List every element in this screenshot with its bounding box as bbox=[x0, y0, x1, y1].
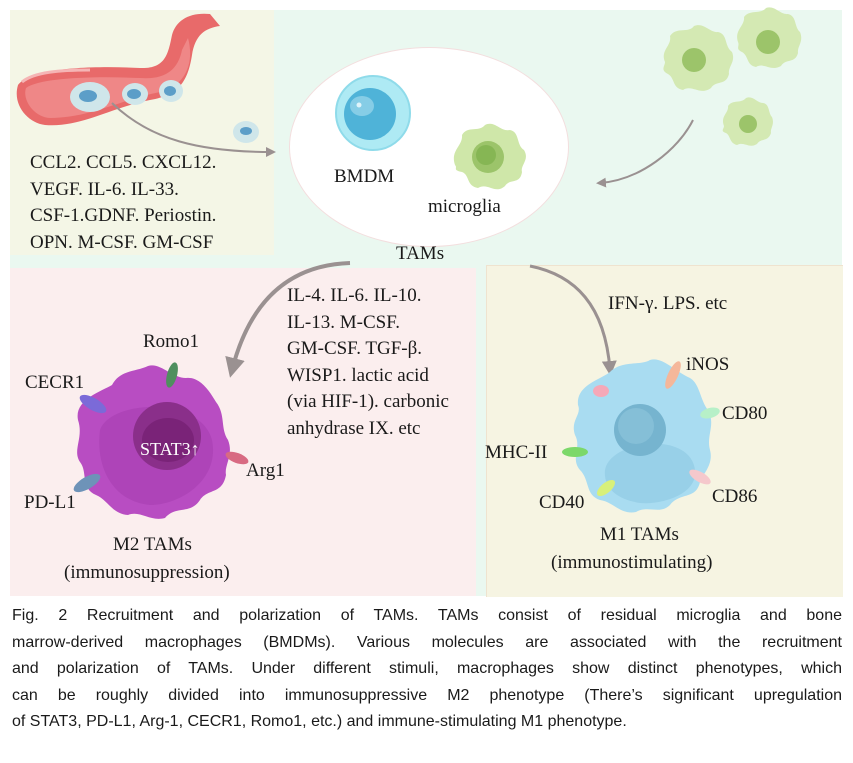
romo1-label: Romo1 bbox=[143, 331, 199, 352]
m1-macrophage-icon bbox=[562, 359, 720, 513]
bmdm-label: BMDM bbox=[334, 166, 395, 187]
microglia-cluster-icon bbox=[663, 7, 802, 146]
caption-line: marrow-derived macrophages (BMDMs). Vari… bbox=[12, 633, 842, 651]
recruitment-factor-line: VEGF. IL-6. IL-33. bbox=[30, 178, 179, 200]
stat3-label: STAT3↑ bbox=[140, 439, 200, 459]
pdl1-label: PD-L1 bbox=[24, 492, 76, 513]
cd80-label: CD80 bbox=[722, 403, 768, 424]
microglia-label: microglia bbox=[428, 196, 501, 217]
cecr1-label: CECR1 bbox=[25, 372, 85, 393]
m2-stimulus-line: IL-13. M-CSF. bbox=[287, 311, 401, 333]
recruitment-factors: CCL2. CCL5. CXCL12. VEGF. IL-6. IL-33. C… bbox=[30, 150, 216, 256]
inos-label: iNOS bbox=[686, 354, 730, 375]
m2-stimulus-line: WISP1. lactic acid bbox=[287, 364, 429, 386]
m1-stimuli: IFN-γ. LPS. etc bbox=[608, 293, 728, 314]
m2-subtitle: (immunosuppression) bbox=[64, 562, 230, 583]
bmdm-cell-icon bbox=[335, 75, 411, 151]
caption-line: Fig. 2 Recruitment and polarization of T… bbox=[12, 607, 842, 624]
recruitment-factor-line: CCL2. CCL5. CXCL12. bbox=[30, 152, 217, 173]
tams-ellipse bbox=[289, 47, 569, 247]
figure: CCL2. CCL5. CXCL12. VEGF. IL-6. IL-33. C… bbox=[10, 7, 843, 597]
m2-title: M2 TAMs bbox=[113, 534, 192, 555]
caption-line: and polarization of TAMs. Under differen… bbox=[12, 660, 842, 678]
caption-line: can be roughly divided into immunosuppre… bbox=[12, 686, 842, 704]
circulation-panel bbox=[10, 10, 274, 255]
arg1-label: Arg1 bbox=[246, 460, 285, 481]
m2-stimuli: IL-4. IL-6. IL-10. IL-13. M-CSF. GM-CSF.… bbox=[287, 283, 449, 442]
cd40-label: CD40 bbox=[539, 492, 585, 513]
illustration-layer bbox=[16, 7, 802, 519]
mhc2-label: MHC-II bbox=[485, 442, 548, 463]
polarization-arrow-m2 bbox=[225, 261, 351, 378]
m2-stimulus-line: IL-4. IL-6. IL-10. bbox=[287, 285, 422, 306]
m1-title: M1 TAMs bbox=[600, 524, 679, 545]
recruitment-arrow-microglia bbox=[596, 119, 694, 188]
tams-label: TAMs bbox=[396, 243, 445, 264]
recruitment-factor-line: CSF-1.GDNF. Periostin. bbox=[30, 205, 217, 226]
figure-caption: Fig. 2 Recruitment and polarization of T… bbox=[12, 603, 842, 736]
recruitment-arrow-bmdm bbox=[111, 102, 276, 157]
blood-vessel-icon bbox=[16, 13, 259, 143]
m2-macrophage-icon bbox=[73, 362, 249, 519]
caption-line: of STAT3, PD-L1, Arg-1, CECR1, Romo1, et… bbox=[12, 713, 627, 731]
m2-stimulus-line: GM-CSF. TGF-β. bbox=[287, 338, 423, 359]
m1-subtitle: (immunostimulating) bbox=[551, 552, 713, 573]
recruitment-factor-line: OPN. M-CSF. GM-CSF bbox=[30, 231, 214, 253]
m2-stimulus-line: (via HIF-1). carbonic bbox=[287, 391, 449, 412]
cd86-label: CD86 bbox=[712, 486, 758, 507]
m1-panel bbox=[486, 265, 843, 597]
m2-stimulus-line: anhydrase IX. etc bbox=[287, 417, 421, 439]
polarization-arrow-m1 bbox=[529, 264, 617, 376]
microglia-cell-icon bbox=[453, 123, 526, 190]
